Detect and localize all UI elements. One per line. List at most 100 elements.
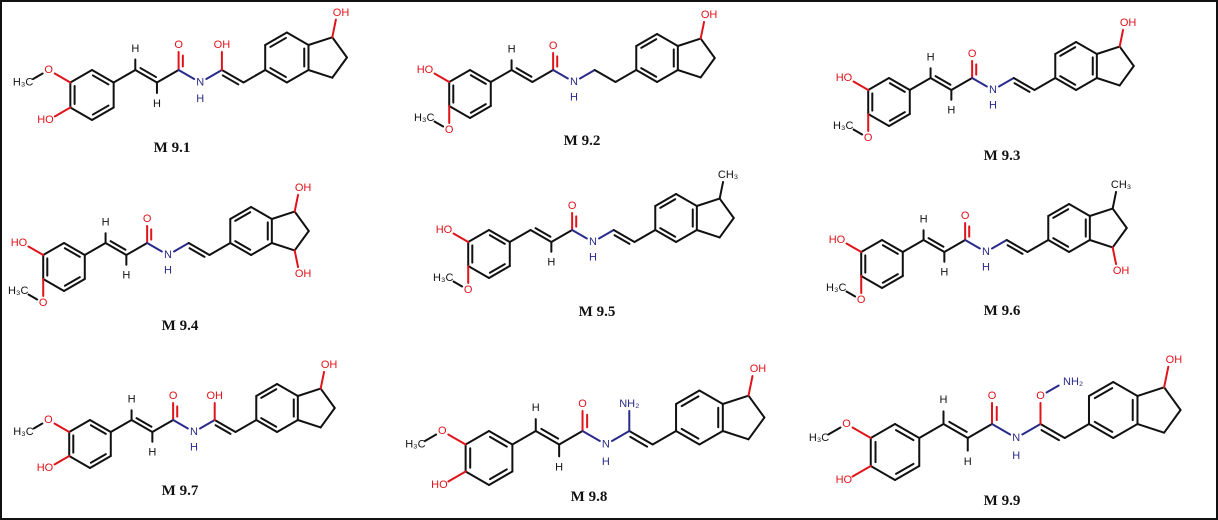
bond: [881, 239, 904, 253]
bond: [680, 427, 700, 440]
bond: [927, 237, 945, 248]
bond: [997, 77, 1015, 88]
atom-label-nh: H: [589, 252, 597, 264]
bond: [146, 242, 163, 253]
bond: [852, 80, 870, 91]
bond: [104, 242, 128, 256]
compound-label: M 9.9: [984, 493, 1021, 509]
atom-label-ome-o: O: [39, 297, 48, 309]
atom-label-carbonyl-o: O: [968, 48, 977, 60]
atom-label-ar-oh: HO: [836, 474, 853, 486]
atom-label-x: O: [1036, 390, 1045, 402]
bond: [675, 389, 701, 405]
bond: [827, 426, 842, 436]
bond: [676, 69, 702, 79]
bond: [68, 455, 91, 469]
atom-label-methyl: H₃C: [826, 282, 846, 294]
bond: [208, 242, 232, 256]
compound-label: M 9.1: [154, 140, 191, 156]
bond: [881, 244, 899, 255]
bond: [895, 429, 915, 442]
atom-label-methyl: H₃C: [405, 439, 425, 451]
bond: [950, 77, 974, 91]
bond: [151, 419, 175, 433]
bond: [276, 419, 299, 433]
bond: [675, 229, 698, 243]
bond: [488, 263, 506, 274]
bond: [869, 465, 896, 481]
bond: [32, 422, 44, 430]
atom-label-carbonyl-o: O: [988, 390, 997, 402]
bond: [221, 74, 240, 86]
atom-label-x2: NH₂: [1063, 376, 1083, 388]
bond: [610, 430, 631, 442]
compound-label: M 9.3: [984, 148, 1021, 164]
atom-label-top: OH: [1166, 354, 1183, 366]
atom-label-n: N: [602, 439, 610, 451]
bond: [285, 69, 310, 84]
atom-label-carbonyl-o: O: [961, 210, 970, 222]
bond: [510, 69, 534, 83]
bond: [1052, 237, 1070, 248]
bond: [177, 69, 196, 80]
atom-label-ome-o: O: [44, 414, 53, 426]
bond: [1111, 207, 1128, 229]
bond: [1093, 387, 1114, 400]
bond: [635, 33, 659, 47]
atom-label-n: N: [982, 246, 990, 258]
bond: [109, 240, 127, 251]
atom-label-ome-o: O: [438, 425, 447, 437]
bond: [721, 430, 750, 441]
atom-label-n: N: [196, 77, 204, 89]
bond: [488, 470, 514, 486]
bond: [68, 419, 91, 433]
atom-label-h1: H: [940, 394, 948, 406]
bond: [229, 242, 253, 256]
bond: [1111, 227, 1128, 249]
bond: [614, 69, 638, 83]
bond: [89, 424, 107, 435]
bond: [250, 242, 273, 256]
bond: [721, 394, 750, 405]
bond: [964, 239, 981, 250]
bond: [467, 229, 490, 243]
atom-label-ar-oh: HO: [11, 237, 28, 249]
bond: [990, 239, 1008, 250]
bond: [593, 69, 617, 83]
bond: [1088, 239, 1114, 249]
bond: [1118, 28, 1125, 48]
bond: [319, 407, 336, 429]
atom-label-carbonyl-o: O: [174, 39, 183, 51]
bond: [234, 211, 252, 222]
bond: [699, 37, 716, 59]
bond: [1088, 207, 1114, 217]
bond: [640, 67, 658, 78]
bond: [908, 77, 932, 91]
bond: [172, 242, 190, 253]
bond: [654, 229, 678, 243]
bond: [242, 69, 267, 84]
bond: [1112, 423, 1139, 439]
bond: [747, 416, 766, 441]
atom-label-h1: H: [131, 43, 139, 55]
bond: [578, 69, 596, 80]
bond: [1063, 423, 1090, 439]
bond: [469, 105, 492, 119]
atom-label-ar-oh: HO: [37, 114, 54, 126]
bond: [867, 77, 890, 91]
bond: [529, 229, 553, 243]
bond: [1111, 190, 1118, 210]
atom-label-ome-o: O: [842, 418, 851, 430]
bond: [293, 210, 310, 232]
bond: [1111, 246, 1118, 266]
bond: [89, 455, 112, 469]
bond: [89, 419, 112, 433]
atom-label-carbonyl-o: O: [549, 40, 558, 52]
bond: [1068, 239, 1091, 253]
bond: [433, 120, 445, 128]
bond: [628, 430, 654, 446]
bond: [540, 427, 560, 440]
